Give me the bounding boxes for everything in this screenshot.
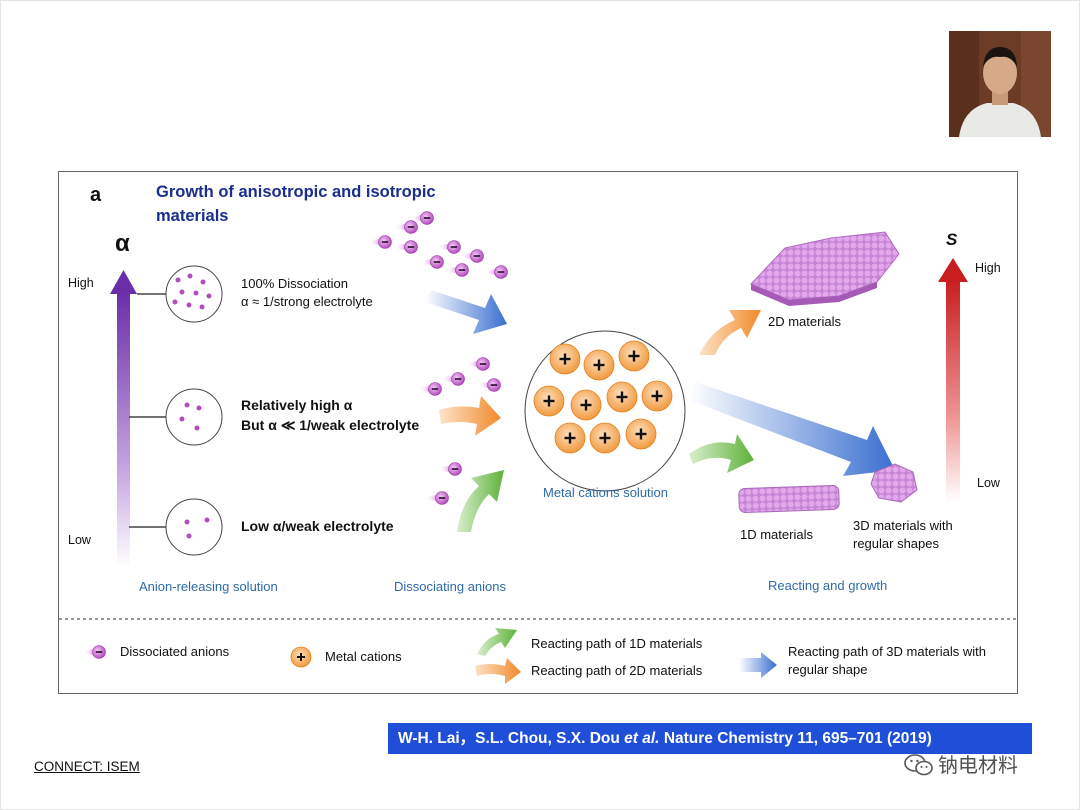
- legend-path-2d: Reacting path of 2D materials: [531, 663, 703, 678]
- arrow-green-1d: [689, 434, 754, 473]
- legend-path-1d: Reacting path of 1D materials: [531, 636, 703, 651]
- arrow-orange-2d: [699, 310, 761, 355]
- legend-orange-arrow-icon: [475, 658, 521, 684]
- stage-dissociating: Dissociating anions: [394, 579, 507, 594]
- panel-letter: a: [90, 184, 102, 206]
- s-symbol: S: [946, 230, 958, 249]
- legend-dissociated-anions: Dissociated anions: [120, 644, 230, 659]
- materials-1d-label: 1D materials: [740, 527, 813, 542]
- citation-etal: et al.: [624, 730, 660, 747]
- dissociation-mid-line2: But α ≪ 1/weak electrolyte: [241, 417, 420, 433]
- dissociation-high-line2: α ≈ 1/strong electrolyte: [241, 294, 373, 309]
- alpha-symbol: α: [115, 230, 130, 257]
- solution-circle-low: [165, 498, 223, 556]
- figure-panel: a Growth of anisotropic and isotropic ma…: [58, 171, 1019, 694]
- s-low-label: Low: [977, 476, 1000, 490]
- anion-stream-high: [368, 211, 508, 279]
- arrow-blue-3d: [689, 382, 895, 476]
- material-1d-rod: [738, 484, 840, 514]
- s-scale-arrow: [938, 258, 968, 502]
- materials-3d-line2: regular shapes: [853, 536, 939, 551]
- materials-2d-label: 2D materials: [768, 314, 841, 329]
- citation-authors: W-H. Lai，S.L. Chou, S.X. Dou: [398, 730, 620, 747]
- alpha-low-label: Low: [68, 533, 91, 547]
- watermark-text: 钠电材料: [938, 755, 1018, 777]
- stage-reacting: Reacting and growth: [768, 578, 888, 593]
- dissociation-low: Low α/weak electrolyte: [241, 518, 394, 534]
- solution-circle-mid: [165, 388, 223, 446]
- connect-link[interactable]: CONNECT: ISEM: [34, 759, 140, 774]
- solution-circle-high: [165, 265, 223, 323]
- legend-anion-icon: [82, 645, 106, 659]
- material-3d-crystal: [870, 463, 918, 503]
- presenter-photo: [949, 31, 1051, 137]
- wechat-icon: [904, 754, 933, 776]
- anion-stream-mid: [418, 357, 501, 396]
- metal-cations-solution-label: Metal cations solution: [543, 485, 669, 500]
- arrow-green-low: [457, 470, 504, 532]
- dissociation-mid-line1: Relatively high α: [241, 397, 353, 413]
- metal-cations-circle: [524, 330, 686, 492]
- legend-blue-arrow-icon: [739, 652, 777, 678]
- alpha-scale-arrow: [110, 270, 137, 567]
- materials-3d-line1: 3D materials with: [853, 518, 953, 533]
- citation-bar: W-H. Lai，S.L. Chou, S.X. Dou et al. Natu…: [388, 723, 1032, 754]
- anion-stream-low: [425, 462, 462, 505]
- figure-title-line2: materials: [156, 207, 229, 225]
- alpha-high-label: High: [68, 276, 94, 290]
- arrow-orange-mid: [439, 396, 501, 436]
- s-high-label: High: [975, 261, 1001, 275]
- stage-anion-releasing: Anion-releasing solution: [139, 579, 278, 594]
- figure-graphics: [59, 211, 1019, 684]
- arrow-blue-high: [425, 290, 507, 334]
- legend-cation-icon: [290, 646, 312, 668]
- figure-title-line1: Growth of anisotropic and isotropic: [156, 183, 436, 201]
- legend-green-arrow-icon: [477, 628, 517, 656]
- citation-journal: Nature Chemistry 11, 695–701 (2019): [663, 730, 932, 747]
- legend-metal-cations: Metal cations: [325, 649, 402, 664]
- legend-path-3d-line1: Reacting path of 3D materials with: [788, 644, 986, 659]
- dissociation-high-line1: 100% Dissociation: [241, 276, 348, 291]
- legend-path-3d-line2: regular shape: [788, 662, 868, 677]
- material-2d-sheet: [750, 231, 900, 306]
